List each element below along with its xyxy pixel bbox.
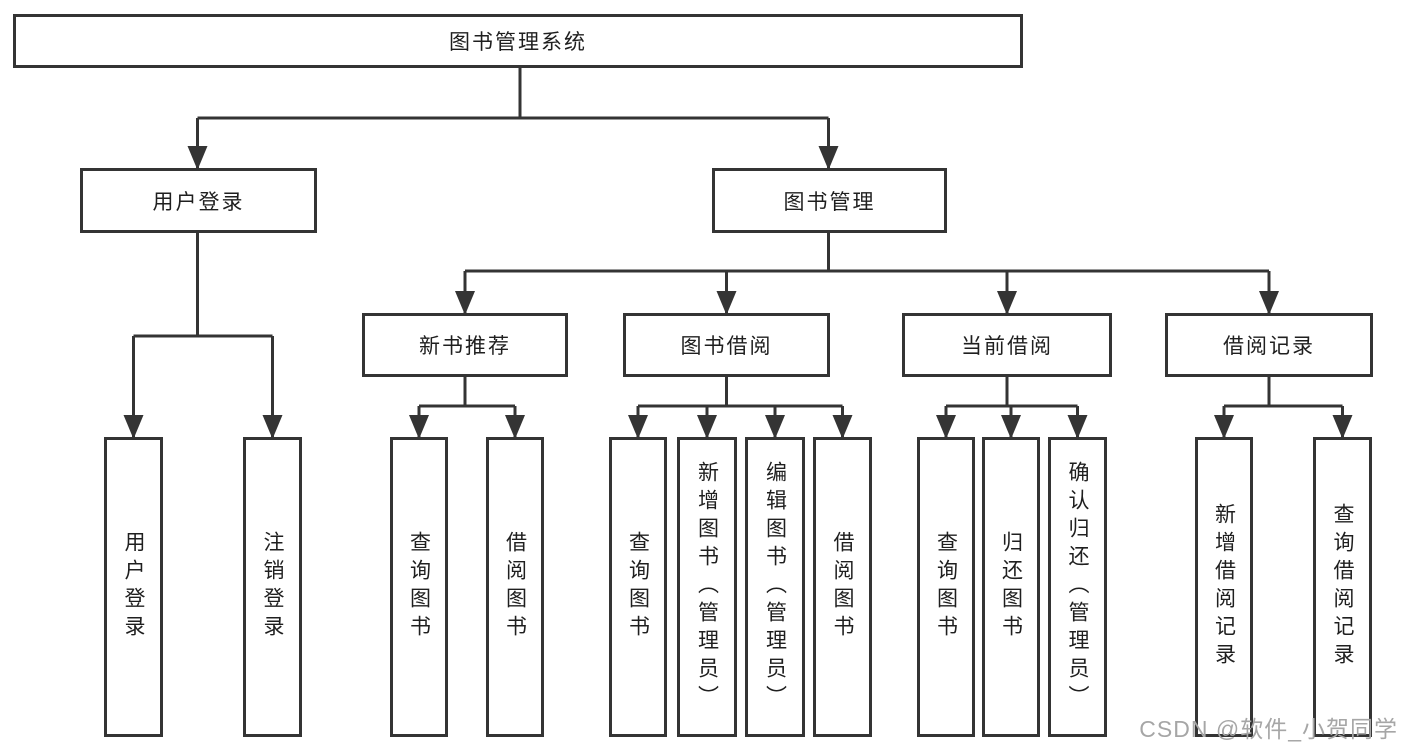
node-label: 借阅记录 bbox=[1223, 335, 1315, 358]
node-label: 图书管理 bbox=[783, 190, 876, 214]
node-label: 新增借阅记录 bbox=[1212, 503, 1236, 671]
node-label: 查询图书 bbox=[626, 531, 650, 643]
node-current-borrow: 当前借阅 bbox=[902, 313, 1112, 377]
node-label: 查询图书 bbox=[934, 531, 958, 643]
node-book-management: 图书管理 bbox=[712, 168, 947, 233]
node-borrow-records: 借阅记录 bbox=[1165, 313, 1373, 377]
leaf-logout: 注销登录 bbox=[243, 437, 302, 737]
leaf-current-confirm-return-admin: 确认归还（管理员） bbox=[1048, 437, 1107, 737]
leaf-newbook-query-books: 查询图书 bbox=[390, 437, 448, 737]
node-label: 当前借阅 bbox=[961, 335, 1053, 358]
leaf-borrow-query-books: 查询图书 bbox=[609, 437, 667, 737]
node-library-system: 图书管理系统 bbox=[13, 14, 1023, 68]
node-user-login: 用户登录 bbox=[80, 168, 317, 233]
node-label: 查询图书 bbox=[407, 531, 431, 643]
leaf-current-return-book: 归还图书 bbox=[982, 437, 1040, 737]
node-label: 图书管理系统 bbox=[449, 31, 587, 54]
leaf-borrow-add-book-admin: 新增图书（管理员） bbox=[677, 437, 737, 737]
node-book-borrow: 图书借阅 bbox=[623, 313, 830, 377]
node-label: 归还图书 bbox=[999, 531, 1023, 643]
node-label: 新书推荐 bbox=[419, 335, 511, 358]
node-label: 编辑图书（管理员） bbox=[763, 461, 787, 713]
node-label: 借阅图书 bbox=[503, 531, 527, 643]
csdn-watermark: CSDN @软件_小贺同学 bbox=[1139, 716, 1398, 742]
node-label: 新增图书（管理员） bbox=[695, 461, 719, 713]
node-label: 确认归还（管理员） bbox=[1066, 461, 1089, 713]
arrowheads bbox=[123, 146, 1353, 439]
leaf-current-query-books: 查询图书 bbox=[917, 437, 975, 737]
node-label: 用户登录 bbox=[152, 190, 245, 214]
leaf-borrow-borrow-books: 借阅图书 bbox=[813, 437, 872, 737]
node-label: 图书借阅 bbox=[680, 335, 773, 358]
leaf-records-add-record: 新增借阅记录 bbox=[1195, 437, 1253, 737]
node-label: 注销登录 bbox=[261, 531, 284, 643]
node-label: 用户登录 bbox=[122, 531, 145, 643]
leaf-newbook-borrow-books: 借阅图书 bbox=[486, 437, 544, 737]
leaf-records-query-record: 查询借阅记录 bbox=[1313, 437, 1372, 737]
node-new-book-recommend: 新书推荐 bbox=[362, 313, 568, 377]
node-label: 借阅图书 bbox=[831, 531, 854, 643]
leaf-borrow-edit-book-admin: 编辑图书（管理员） bbox=[745, 437, 805, 737]
node-label: 查询借阅记录 bbox=[1331, 503, 1354, 671]
leaf-user-login: 用户登录 bbox=[104, 437, 163, 737]
